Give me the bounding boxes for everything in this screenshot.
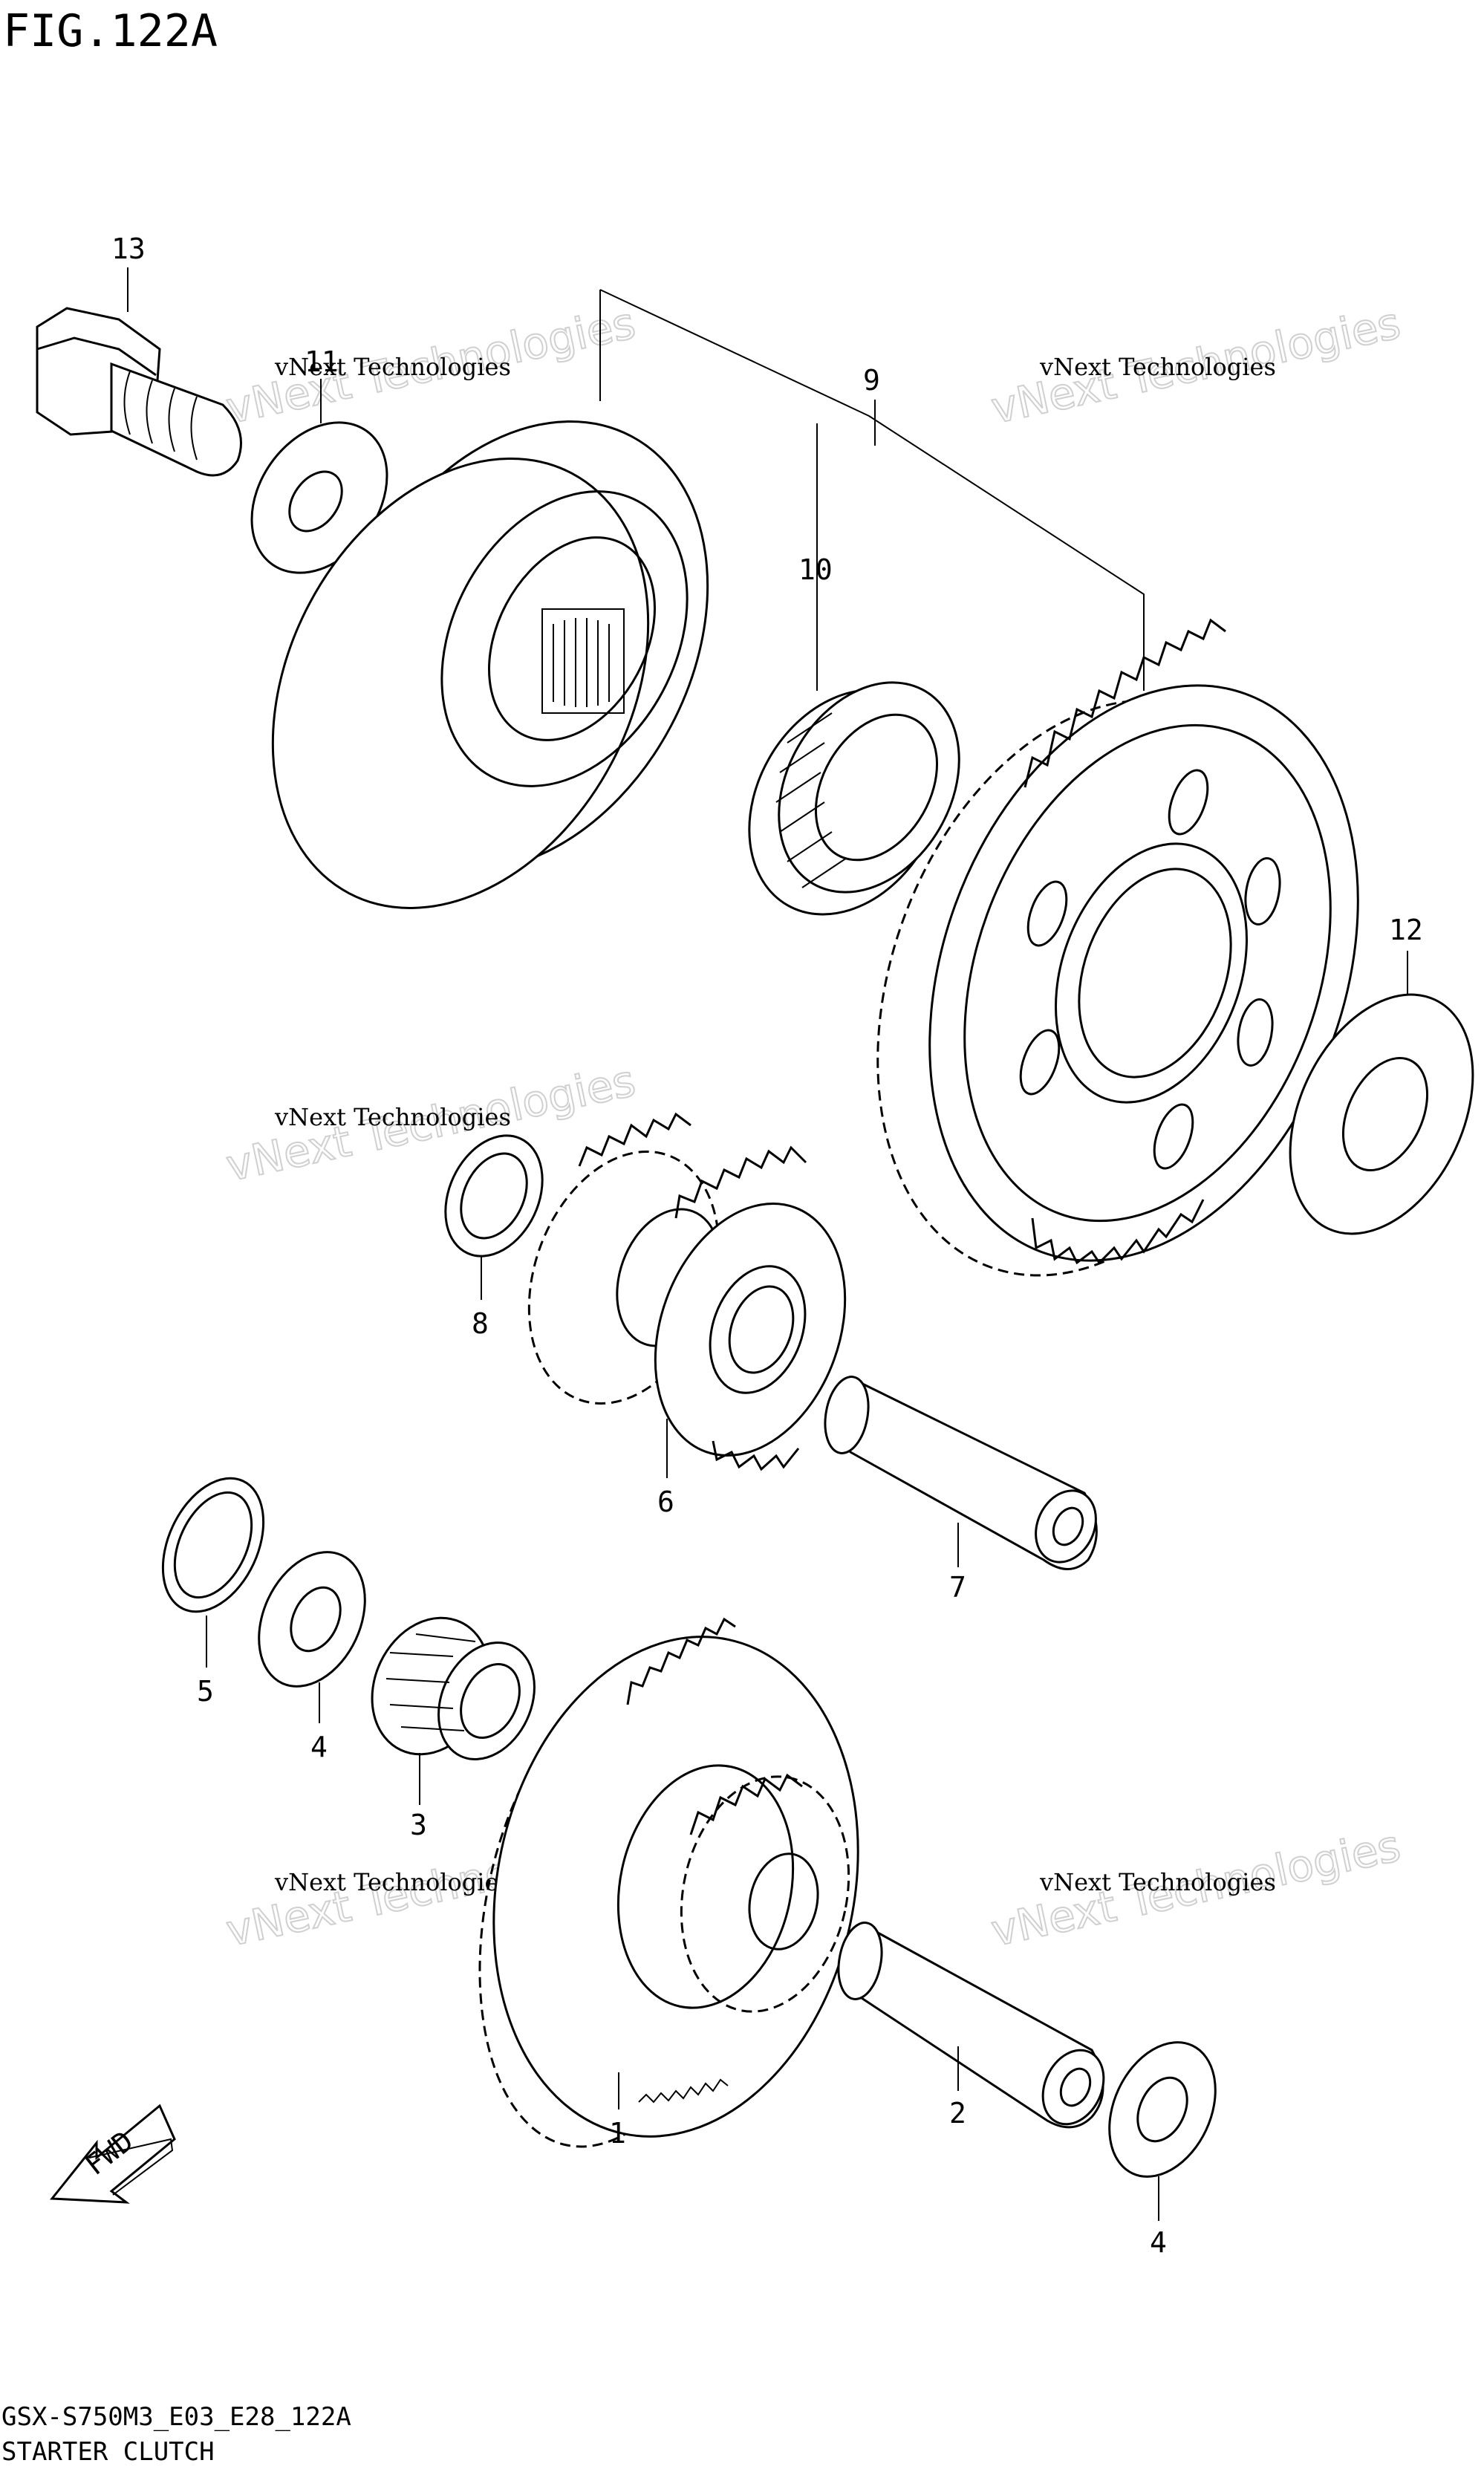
part-12-washer: [1289, 993, 1474, 1235]
part-9-clutch-body: [271, 420, 709, 909]
part-8-washer: [444, 1134, 544, 1258]
watermark-top-right: vNext Technologies vNext Technologies: [986, 297, 1405, 435]
watermark-text: vNext Technologies: [274, 353, 511, 381]
part-4-washer-lower: [1108, 2041, 1217, 2178]
part-2-shaft: [837, 1922, 1105, 2129]
callout-7: 7: [949, 1571, 966, 1604]
callout-10: 10: [798, 553, 833, 586]
watermark-bottom-right: vNext Technologies vNext Technologies: [986, 1820, 1405, 1957]
callout-9: 9: [863, 364, 880, 397]
callout-5: 5: [197, 1675, 214, 1708]
part-9-driven-gear: [876, 618, 1359, 1277]
callout-2: 2: [949, 2097, 966, 2130]
callout-3: 3: [410, 1809, 427, 1841]
part-1-starter-gear: [478, 1617, 859, 2148]
model-code: GSX-S750M3_E03_E28_122A: [1, 2402, 351, 2432]
part-3-needle-bearing: [371, 1616, 536, 1761]
part-7-shaft: [824, 1376, 1098, 1570]
callout-4-lower: 4: [1150, 2226, 1167, 2259]
watermark-text: vNext Technologies: [274, 1868, 511, 1896]
watermark-text: vNext Technologies: [274, 1103, 511, 1131]
callout-12: 12: [1389, 914, 1423, 946]
callout-1: 1: [609, 2117, 626, 2150]
callout-4-upper: 4: [310, 1731, 328, 1763]
callout-8: 8: [472, 1307, 489, 1340]
watermark-text: vNext Technologies: [1039, 353, 1276, 381]
callout-6: 6: [657, 1486, 674, 1518]
part-5-washer: [161, 1477, 265, 1613]
diagram-caption: STARTER CLUTCH: [1, 2437, 215, 2466]
watermark-text: vNext Technologies: [1039, 1868, 1276, 1896]
part-10-needle-bearing: [748, 681, 960, 916]
part-4-washer-upper: [258, 1551, 366, 1688]
leader-9-bracket: [599, 289, 1145, 691]
callout-11: 11: [305, 345, 339, 378]
figure-title: FIG.122A: [3, 5, 218, 57]
fwd-arrow-icon: FWD: [49, 2104, 176, 2204]
watermark-mid-left: vNext Technologies vNext Technologies: [221, 1055, 640, 1192]
part-13-bolt: [36, 307, 242, 477]
part-6-idle-gear: [527, 1112, 847, 1471]
callout-13: 13: [111, 232, 146, 265]
watermark-top-left: vNext Technologies vNext Technologies: [221, 297, 640, 435]
